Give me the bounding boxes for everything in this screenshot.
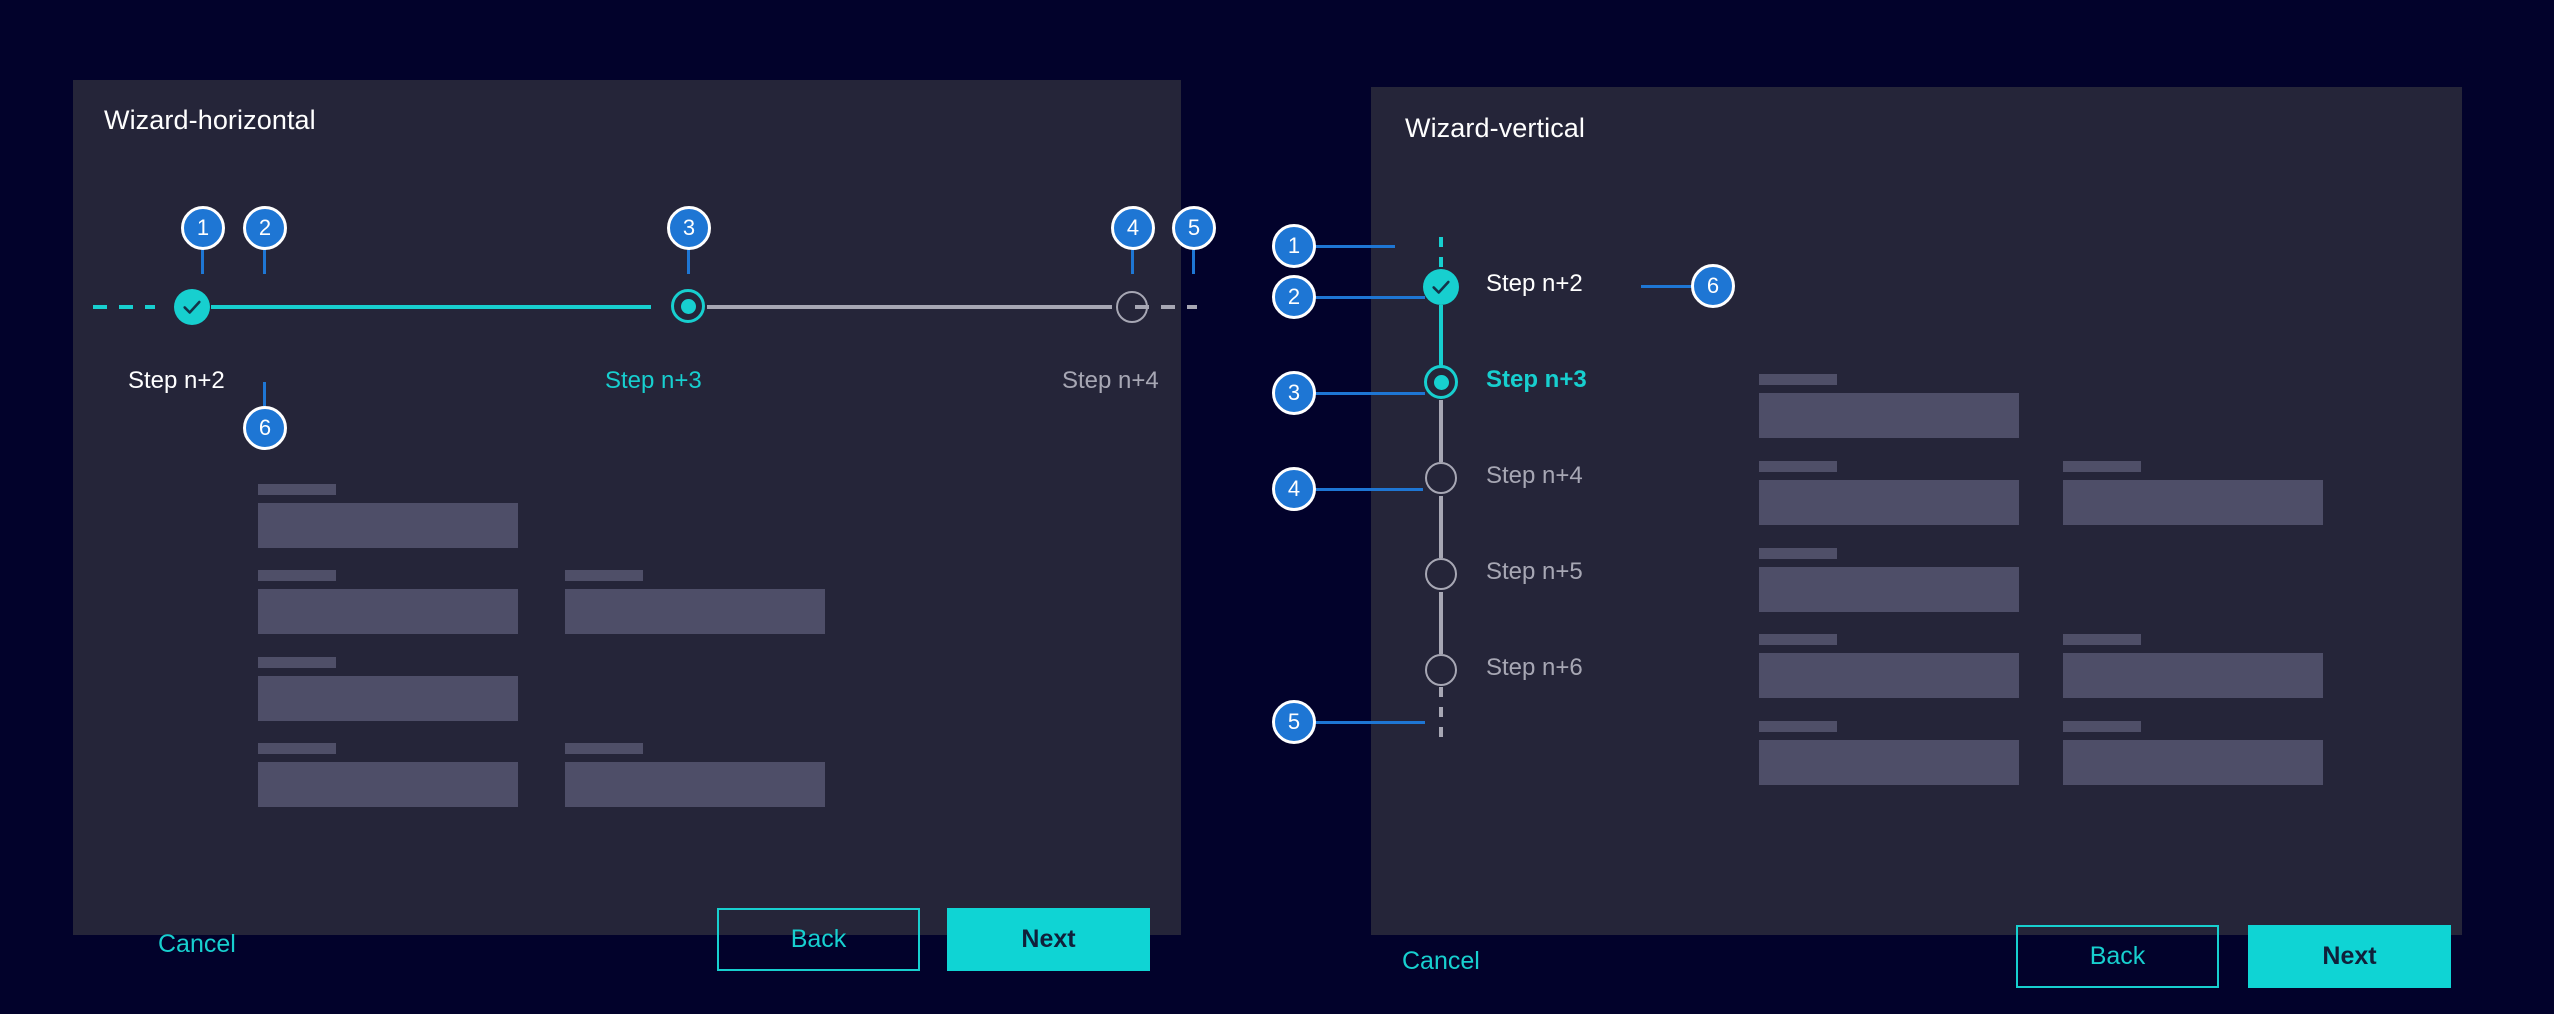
wizard-vertical-title: Wizard-vertical <box>1405 113 1586 143</box>
annotation-badge-2[interactable]: 2 <box>1272 275 1316 319</box>
annotation-badge-4[interactable]: 4 <box>1272 467 1316 511</box>
step-node-current[interactable] <box>671 289 705 323</box>
rail-step3-to-step4 <box>1439 496 1443 558</box>
annotation-badge-3[interactable]: 3 <box>1272 371 1316 415</box>
horizontal-stepper: Step n+2 Step n+3 Step n+4 <box>73 80 1197 935</box>
skeleton-label <box>2063 634 2141 645</box>
skeleton-field <box>1759 393 2019 438</box>
skeleton-field <box>1759 653 2019 698</box>
step-node-done[interactable] <box>174 289 210 325</box>
badge-arm-5 <box>1295 721 1425 724</box>
cancel-button[interactable]: Cancel <box>1402 947 1480 975</box>
check-icon <box>1432 280 1450 294</box>
next-button[interactable]: Next <box>947 908 1150 971</box>
vstep-node-current[interactable] <box>1424 365 1458 399</box>
vstep-label-1[interactable]: Step n+3 <box>1486 366 1587 393</box>
skeleton-field <box>258 503 518 548</box>
vstep-label-2[interactable]: Step n+4 <box>1486 462 1583 489</box>
skeleton-label <box>1759 374 1837 385</box>
skeleton-field <box>258 589 518 634</box>
badge-stem-2 <box>263 248 266 274</box>
vstep-label-4[interactable]: Step n+6 <box>1486 654 1583 681</box>
annotation-badge-6[interactable]: 6 <box>1691 264 1735 308</box>
rail-step4-to-step5 <box>1439 592 1443 654</box>
skeleton-label <box>1759 548 1837 559</box>
skeleton-label <box>1759 634 1837 645</box>
skeleton-label <box>258 743 336 754</box>
vstep-node-todo[interactable] <box>1425 462 1457 494</box>
track-before-step1 <box>93 305 155 309</box>
vstep-node-todo[interactable] <box>1425 558 1457 590</box>
badge-stem-5 <box>1192 248 1195 274</box>
back-button[interactable]: Back <box>2016 925 2219 988</box>
skeleton-field <box>2063 653 2323 698</box>
vstep-label-0[interactable]: Step n+2 <box>1486 270 1583 297</box>
badge-arm-4 <box>1295 488 1423 491</box>
wizard-horizontal-title: Wizard-horizontal <box>104 105 316 135</box>
annotation-badge-1[interactable]: 1 <box>181 206 225 250</box>
skeleton-label <box>258 570 336 581</box>
badge-stem-6 <box>263 382 266 406</box>
rail-before-step1 <box>1439 237 1443 287</box>
radio-dot-icon <box>680 298 696 314</box>
track-step1-to-step2 <box>211 305 651 309</box>
check-icon <box>183 300 201 314</box>
step-label-1[interactable]: Step n+3 <box>605 367 702 394</box>
annotation-badge-1[interactable]: 1 <box>1272 224 1316 268</box>
rail-step1-to-step2 <box>1439 305 1443 367</box>
skeleton-label <box>258 484 336 495</box>
badge-stem-4 <box>1131 248 1134 274</box>
wizard-horizontal-panel: Wizard-horizontal Step n+2 Step n+3 Step… <box>73 80 1216 971</box>
skeleton-field <box>1759 480 2019 525</box>
step-label-2[interactable]: Step n+4 <box>1062 367 1159 394</box>
skeleton-label <box>2063 461 2141 472</box>
rail-step2-to-step3 <box>1439 400 1443 462</box>
rail-after-step5 <box>1439 687 1443 739</box>
annotation-badge-5[interactable]: 5 <box>1272 700 1316 744</box>
skeleton-field <box>565 589 825 634</box>
vstep-node-done[interactable] <box>1423 269 1459 305</box>
step-label-0[interactable]: Step n+2 <box>128 367 225 394</box>
skeleton-label <box>565 570 643 581</box>
skeleton-field <box>2063 740 2323 785</box>
badge-arm-3 <box>1295 392 1425 395</box>
back-button[interactable]: Back <box>717 908 920 971</box>
annotation-badge-2[interactable]: 2 <box>243 206 287 250</box>
annotation-badge-6[interactable]: 6 <box>243 406 287 450</box>
skeleton-field <box>565 762 825 807</box>
annotation-badge-5[interactable]: 5 <box>1172 206 1216 250</box>
badge-stem-3 <box>687 248 690 274</box>
vstep-label-3[interactable]: Step n+5 <box>1486 558 1583 585</box>
badge-arm-2 <box>1295 296 1425 299</box>
step-node-todo[interactable] <box>1116 291 1148 323</box>
track-after-step3 <box>1135 305 1197 309</box>
skeleton-field <box>258 762 518 807</box>
badge-arm-6 <box>1641 285 1701 288</box>
skeleton-label <box>565 743 643 754</box>
cancel-button[interactable]: Cancel <box>158 930 236 958</box>
annotation-badge-3[interactable]: 3 <box>667 206 711 250</box>
vstep-node-todo[interactable] <box>1425 654 1457 686</box>
skeleton-field <box>258 676 518 721</box>
badge-stem-1 <box>201 248 204 274</box>
badge-arm-1 <box>1295 245 1395 248</box>
skeleton-label <box>1759 461 1837 472</box>
next-button[interactable]: Next <box>2248 925 2451 988</box>
skeleton-field <box>1759 567 2019 612</box>
skeleton-label <box>258 657 336 668</box>
annotation-badge-4[interactable]: 4 <box>1111 206 1155 250</box>
skeleton-field <box>1759 740 2019 785</box>
track-step2-to-step3 <box>707 305 1112 309</box>
radio-dot-icon <box>1433 374 1449 390</box>
skeleton-label <box>2063 721 2141 732</box>
wizard-vertical-panel: Wizard-vertical Step n+2 Step n+3 Step n… <box>1371 87 2462 988</box>
skeleton-field <box>2063 480 2323 525</box>
skeleton-label <box>1759 721 1837 732</box>
